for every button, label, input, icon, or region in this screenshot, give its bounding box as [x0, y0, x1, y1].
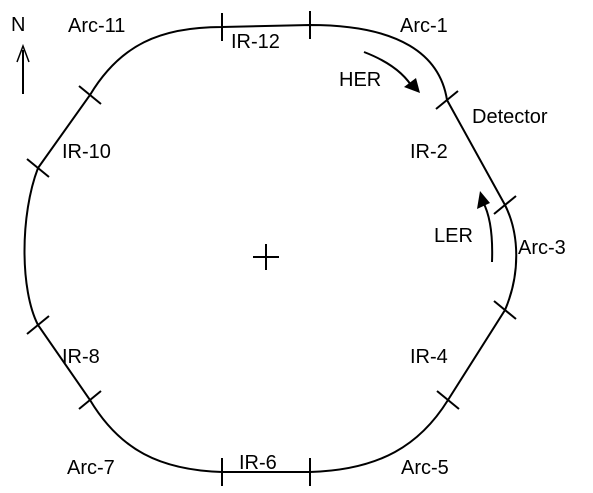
ring-outline — [23, 23, 518, 473]
arc-7-label: Arc-7 — [67, 457, 115, 479]
arc-5-label: Arc-5 — [401, 457, 449, 479]
tick-mark — [78, 85, 102, 105]
center-cross-icon — [253, 244, 279, 270]
ir-4-label: IR-4 — [410, 346, 448, 368]
ler-label: LER — [434, 225, 473, 247]
arc-11-label: Arc-11 — [68, 15, 126, 37]
ir-6-label: IR-6 — [239, 452, 277, 474]
her-label: HER — [339, 69, 382, 91]
detector-label: Detector — [472, 106, 548, 128]
tick-mark — [26, 158, 50, 178]
ir-12-label: IR-12 — [231, 31, 280, 53]
ir-10-label: IR-10 — [62, 141, 111, 163]
arc-3-label: Arc-3 — [518, 237, 566, 259]
north-arrow-icon — [16, 43, 30, 94]
arc-1-label: Arc-1 — [400, 15, 448, 37]
tick-mark — [493, 300, 517, 320]
tick-mark — [78, 390, 102, 410]
tick-mark — [26, 315, 50, 335]
ir-8-label: IR-8 — [62, 346, 100, 368]
ir-2-label: IR-2 — [410, 141, 448, 163]
ring-ticks — [26, 11, 517, 486]
tick-mark — [435, 90, 459, 110]
ler-arrow-icon — [477, 191, 494, 263]
tick-mark — [493, 195, 517, 215]
north-label: N — [11, 14, 26, 36]
her-arrow-icon — [363, 51, 420, 93]
tick-mark — [436, 390, 460, 410]
